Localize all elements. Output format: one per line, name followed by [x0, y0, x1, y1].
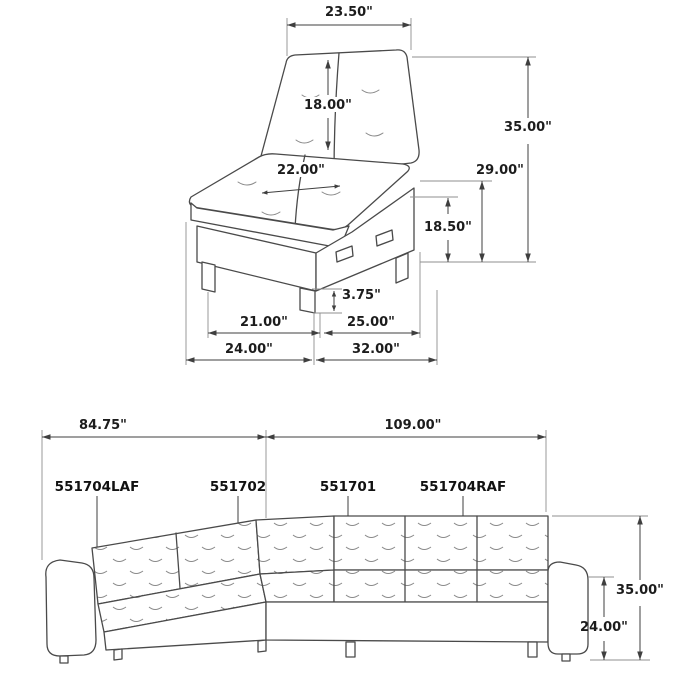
dim-label-sectional-overall-height: 35.00" [616, 583, 664, 598]
extension-line [41, 430, 547, 560]
chair-leg [299, 287, 316, 314]
extension-line [412, 56, 536, 263]
part-label-raf: 551704RAF [420, 479, 506, 495]
dim-label-arm-height: 24.00" [580, 620, 628, 635]
sofa-corner-seat [259, 569, 335, 603]
dim-label-back-height: 29.00" [476, 163, 524, 178]
sofa-right-back-cushions [333, 515, 549, 571]
chair-seat-front-band [190, 202, 350, 249]
sofa-leg [113, 648, 123, 661]
sectional-diagram [45, 515, 589, 664]
dim-label-right-width: 109.00" [385, 418, 442, 433]
dim-label-overall-height: 35.00" [504, 120, 552, 135]
part-label-armless: 551701 [320, 479, 376, 495]
chair-latch-bracket [335, 245, 354, 263]
chair-diagram [188, 49, 420, 314]
dim-label-seat-depth: 22.00" [277, 163, 325, 178]
sofa-leg [59, 655, 69, 664]
dim-label-left-width: 84.75" [79, 418, 127, 433]
dim-label-seat-back-height: 18.50" [424, 220, 472, 235]
sofa-right-seat-seams [404, 569, 478, 603]
sectional-dimensions: 84.75" 109.00" 551704LAF 551702 551701 5… [41, 418, 664, 661]
dim-label-top-width: 23.50" [325, 5, 373, 20]
extension-line [312, 288, 342, 314]
dimension-line [261, 184, 341, 195]
sofa-leg [527, 641, 538, 658]
label-backing [277, 162, 325, 177]
sofa-left-arm [45, 559, 97, 657]
sofa-right-seat [333, 569, 549, 603]
chair-latch-bracket [375, 229, 394, 247]
part-label-laf: 551704LAF [55, 479, 140, 495]
sofa-right-arm [547, 561, 589, 655]
dim-label-overall-depth: 32.00" [352, 342, 400, 357]
sofa-left-back-seam [175, 532, 181, 589]
sofa-front-skirt [265, 601, 549, 643]
sofa-corner-back-cushion [255, 515, 335, 575]
chair-leg [201, 261, 216, 293]
dim-label-base-depth: 25.00" [347, 315, 395, 330]
part-label-corner: 551702 [210, 479, 266, 495]
sofa-leg [345, 641, 356, 658]
label-backing [304, 97, 352, 112]
dim-label-overall-width: 24.00" [225, 342, 273, 357]
chair-base-side [315, 187, 415, 292]
chair-dimensions: 23.50" 18.00" 35.00" 29.00" 22.00" 18.50… [185, 5, 552, 365]
sofa-right-back-seams [404, 515, 478, 571]
dim-label-back-cushion-height: 18.00" [304, 98, 352, 113]
chair-leg [395, 252, 409, 284]
sofa-leg [561, 653, 571, 662]
dim-label-leg-height: 3.75" [342, 288, 381, 303]
extension-line [185, 222, 438, 365]
dim-label-seat-width: 21.00" [240, 315, 288, 330]
sofa-leg [257, 639, 267, 653]
